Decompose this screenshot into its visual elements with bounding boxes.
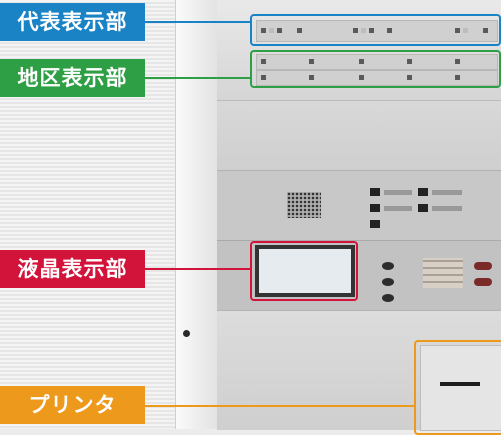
panel-button — [370, 220, 380, 228]
area-display-label: 地区表示部 — [0, 59, 145, 97]
button-label — [432, 190, 462, 195]
representative-display-strip — [256, 20, 498, 42]
lcd-display-label: 液晶表示部 — [0, 250, 145, 288]
button-label — [432, 206, 462, 211]
lcd-display-highlight — [250, 241, 358, 301]
cabinet-frame — [175, 0, 219, 429]
area-display-strip-lower — [256, 70, 498, 86]
printer-label: プリンタ — [0, 386, 145, 424]
panel-button — [474, 262, 492, 270]
speaker-grille — [287, 192, 321, 218]
button-label — [384, 206, 412, 211]
keypad — [423, 258, 463, 288]
printer-connector — [145, 405, 415, 407]
operation-section — [217, 170, 501, 241]
panel-button — [370, 204, 380, 212]
panel-button — [370, 188, 380, 196]
panel-mid-section — [217, 100, 501, 171]
panel-button — [382, 262, 394, 270]
panel-button — [418, 204, 428, 212]
panel-button — [418, 188, 428, 196]
panel-button — [382, 294, 394, 302]
panel-button — [474, 278, 492, 286]
panel-button — [382, 278, 394, 286]
button-label — [384, 190, 412, 195]
representative-display-label: 代表表示部 — [0, 3, 145, 41]
area-display-connector — [145, 77, 251, 79]
area-display-strip-upper — [256, 54, 498, 70]
lcd-display-connector — [145, 268, 251, 270]
representative-display-highlight — [250, 14, 501, 46]
area-display-highlight — [250, 50, 501, 88]
cabinet-screw-hole — [183, 330, 190, 337]
lcd-screen — [259, 249, 351, 293]
printer-paper-slot — [440, 382, 480, 386]
printer-highlight — [414, 340, 501, 435]
representative-display-connector — [145, 21, 251, 23]
